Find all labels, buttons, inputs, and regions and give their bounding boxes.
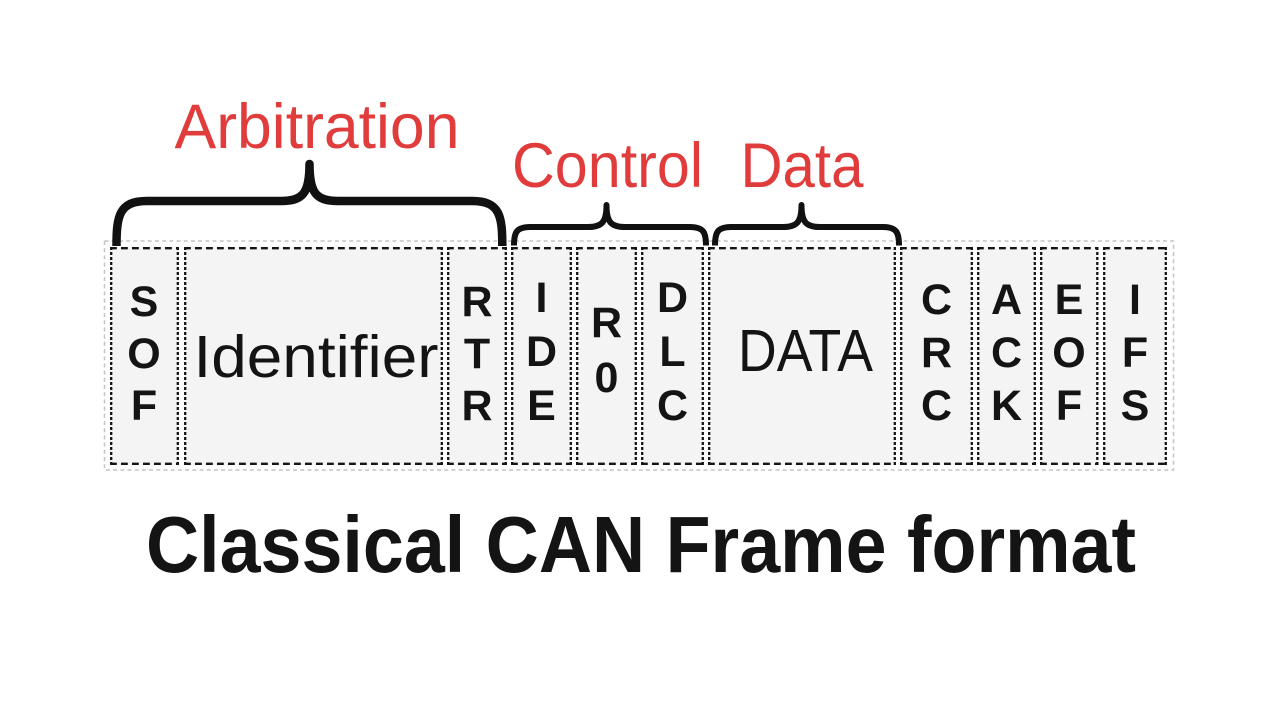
svg-text:Arbitration: Arbitration bbox=[175, 92, 460, 162]
svg-text:C: C bbox=[991, 329, 1022, 377]
svg-text:Data: Data bbox=[741, 131, 865, 201]
svg-text:R: R bbox=[591, 299, 622, 347]
svg-text:S: S bbox=[1121, 382, 1150, 430]
svg-text:Control: Control bbox=[512, 131, 703, 201]
svg-text:DATA: DATA bbox=[738, 318, 874, 384]
svg-text:K: K bbox=[991, 382, 1022, 430]
svg-text:L: L bbox=[659, 328, 685, 376]
svg-text:S: S bbox=[130, 278, 159, 326]
svg-text:I: I bbox=[1129, 276, 1141, 324]
svg-text:R: R bbox=[461, 382, 492, 430]
svg-text:Classical CAN Frame format: Classical CAN Frame format bbox=[146, 500, 1136, 589]
svg-text:F: F bbox=[1122, 329, 1148, 377]
svg-text:F: F bbox=[131, 382, 157, 430]
svg-text:Identifier: Identifier bbox=[194, 324, 439, 390]
svg-text:A: A bbox=[991, 276, 1022, 324]
svg-text:D: D bbox=[526, 328, 557, 376]
svg-text:D: D bbox=[657, 274, 688, 322]
svg-text:C: C bbox=[657, 382, 688, 430]
svg-text:R: R bbox=[921, 329, 952, 377]
svg-text:F: F bbox=[1056, 382, 1082, 430]
svg-text:I: I bbox=[536, 274, 548, 322]
svg-text:0: 0 bbox=[595, 354, 619, 402]
svg-text:C: C bbox=[921, 276, 952, 324]
svg-text:T: T bbox=[464, 330, 490, 378]
svg-text:R: R bbox=[461, 278, 492, 326]
svg-text:E: E bbox=[527, 382, 556, 430]
svg-text:C: C bbox=[921, 382, 952, 430]
svg-text:E: E bbox=[1055, 276, 1084, 324]
svg-text:O: O bbox=[127, 330, 160, 378]
svg-text:O: O bbox=[1052, 329, 1085, 377]
